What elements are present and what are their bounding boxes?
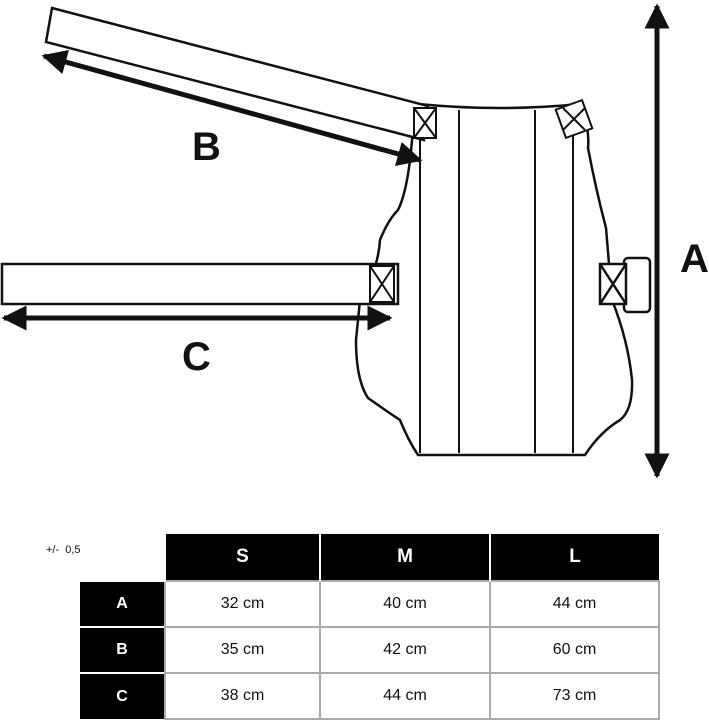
cell-a-l: 44 cm (489, 580, 660, 628)
dog-harness-diagram: A B C (0, 3, 709, 479)
side-d-ring (598, 256, 652, 314)
dimension-label-c: C (182, 335, 211, 379)
size-table: S M L A 32 cm 40 cm 44 cm B 35 cm 42 cm … (80, 534, 660, 720)
upper-strap-buckle (413, 107, 437, 139)
cell-a-s: 32 cm (164, 580, 321, 628)
vest-stripes (419, 108, 574, 453)
dimension-arrow-b (41, 49, 423, 167)
cell-b-m: 42 cm (319, 626, 491, 674)
row-label-b: B (80, 626, 165, 673)
size-header-m: M (319, 534, 490, 581)
table-row: B 35 cm 42 cm 60 cm (80, 626, 660, 674)
cell-c-m: 44 cm (319, 672, 491, 720)
cell-c-l: 73 cm (489, 672, 660, 720)
cell-b-l: 60 cm (489, 626, 660, 674)
lower-strap-buckle (369, 265, 395, 303)
harness-vest (354, 102, 634, 457)
dimension-label-b: B (192, 125, 221, 169)
row-label-c: C (80, 672, 165, 719)
size-header-s: S (164, 534, 320, 581)
cell-b-s: 35 cm (164, 626, 321, 674)
table-corner (80, 534, 165, 581)
size-header-row: S M L (80, 534, 659, 581)
shoulder-buckle (554, 98, 594, 140)
cell-c-s: 38 cm (164, 672, 321, 720)
table-row: A 32 cm 40 cm 44 cm (80, 580, 660, 628)
dimension-label-a: A (680, 237, 709, 281)
lower-strap (0, 262, 400, 306)
cell-a-m: 40 cm (319, 580, 491, 628)
size-header-l: L (489, 534, 659, 581)
row-label-a: A (80, 580, 165, 627)
table-row: C 38 cm 44 cm 73 cm (80, 672, 660, 720)
